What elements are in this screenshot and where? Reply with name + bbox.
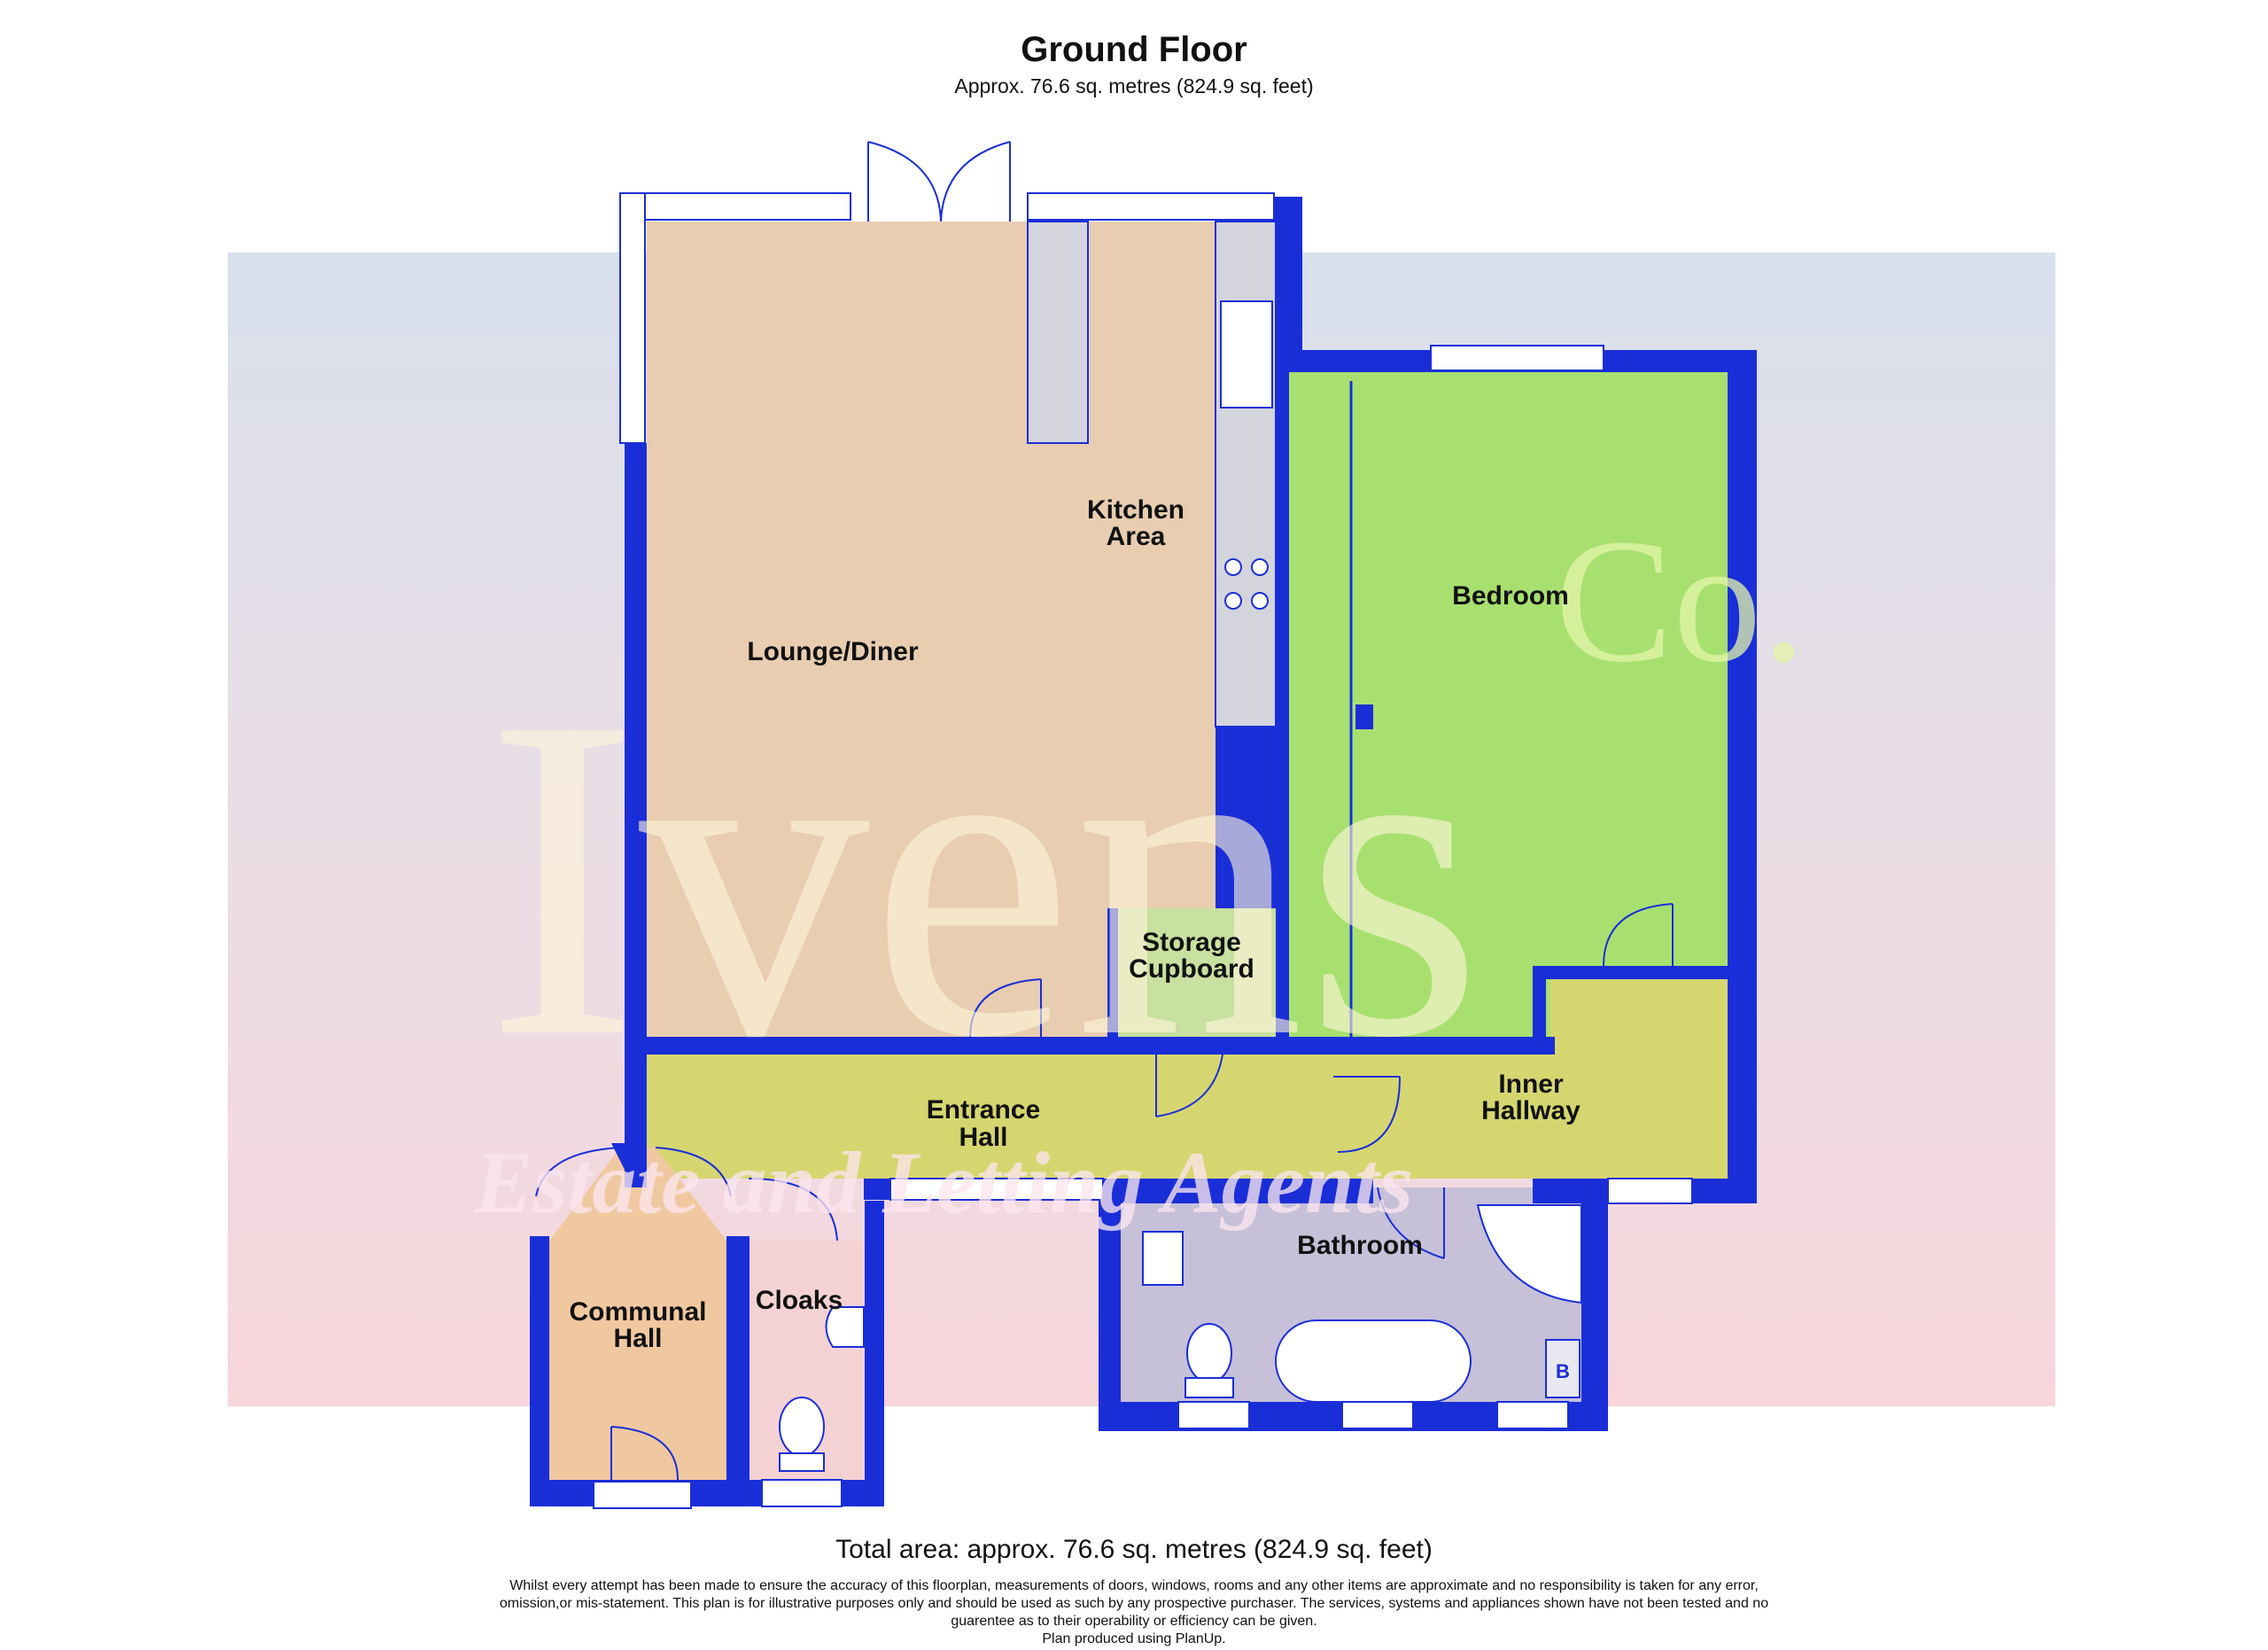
watermark-logo-suffix: Co. (1555, 503, 1806, 699)
disclaimer-line-2: omission,or mis-statement. This plan is … (499, 1596, 1769, 1611)
lounge-door (969, 978, 1042, 1038)
bath-tub (1275, 1319, 1472, 1403)
lounge-label: Lounge/Diner (747, 637, 919, 666)
communal-entrance-door (610, 1426, 679, 1481)
patio-door-right (940, 141, 1011, 222)
bedroom-label: Bedroom (1452, 581, 1569, 611)
boiler-label: B (1556, 1360, 1570, 1382)
cloaks-door (748, 1178, 838, 1241)
entrance-hall-floor (647, 1055, 1568, 1179)
kitchen-label-line1: Kitchen (1087, 495, 1184, 525)
cloaks-basin (825, 1306, 865, 1348)
cloaks-toilet (779, 1397, 825, 1457)
watermark-logo: Ivens (485, 623, 1483, 1132)
inner-hallway-label-line2: Hallway (1481, 1096, 1581, 1125)
inner-hallway-floor (1550, 979, 1728, 1179)
bedroom-door (1603, 903, 1674, 967)
inner-hallway-label-line1: Inner (1498, 1070, 1564, 1099)
entrance-label-line1: Entrance (927, 1095, 1040, 1125)
entrance-label-line2: Hall (959, 1123, 1007, 1152)
cloaks-label: Cloaks (756, 1286, 843, 1315)
disclaimer-line-1: Whilst every attempt has been made to en… (509, 1578, 1759, 1593)
communal-door (535, 1147, 732, 1197)
page-subtitle: Approx. 76.6 sq. metres (824.9 sq. feet) (954, 74, 1314, 97)
bathroom-label: Bathroom (1297, 1231, 1423, 1260)
boiler-box (1545, 1339, 1581, 1398)
shower-enclosure (1476, 1204, 1582, 1304)
disclaimer-line-4: Plan produced using PlanUp. (1042, 1631, 1226, 1646)
total-area: Total area: approx. 76.6 sq. metres (824… (835, 1535, 1433, 1564)
storage-label-line1: Storage (1142, 928, 1241, 957)
watermark: Ivens Co. Estate and Letting Agents (473, 503, 1806, 1232)
communal-hall-floor (549, 1148, 726, 1480)
lounge-floor (647, 222, 1216, 1037)
storage-door (1155, 1054, 1223, 1117)
toilet-bowl (1186, 1323, 1232, 1383)
disclaimer: Whilst every attempt has been made to en… (408, 1577, 1860, 1648)
page-title: Ground Floor (1021, 30, 1247, 69)
bathroom-door (1377, 1187, 1445, 1259)
patio-door-left (867, 141, 942, 222)
inner-hall-door (1333, 1076, 1401, 1153)
window-frames (593, 192, 1693, 1509)
kitchen-label-line2: Area (1107, 522, 1166, 551)
room-labels: Lounge/Diner Kitchen Area Bedroom Storag… (569, 495, 1581, 1353)
communal-label-line2: Hall (613, 1324, 662, 1353)
basin (1142, 1231, 1184, 1286)
communal-label-line1: Communal (569, 1297, 706, 1327)
kitchen-units (1027, 221, 1277, 728)
storage-floor (1112, 908, 1278, 1037)
doors (535, 141, 1674, 1481)
disclaimer-line-3: guarentee as to their operability or eff… (951, 1614, 1317, 1629)
storage-label-line2: Cupboard (1129, 954, 1254, 984)
bathroom-fixtures (779, 1204, 1582, 1472)
watermark-tagline: Estate and Letting Agents (473, 1133, 1413, 1232)
